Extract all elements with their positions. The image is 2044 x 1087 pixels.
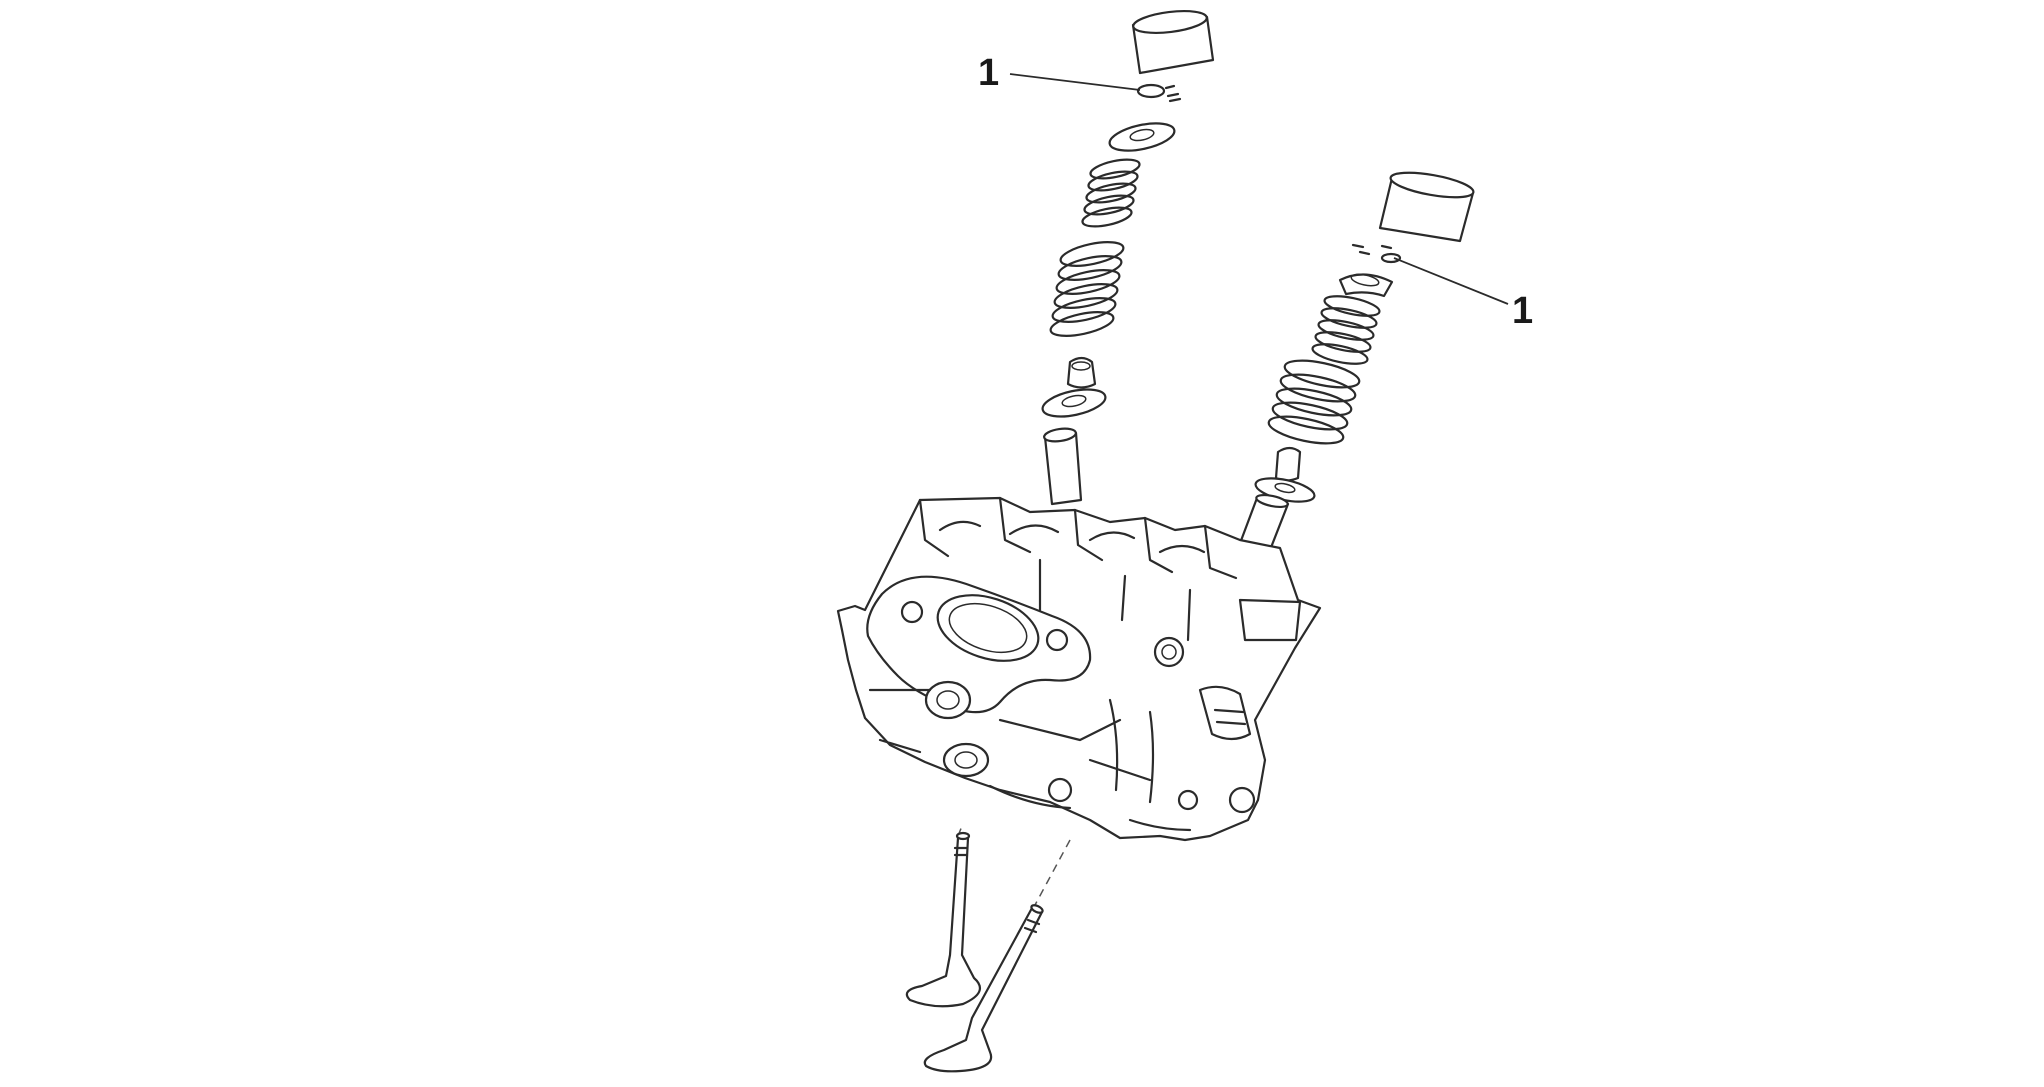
right-shim	[1380, 252, 1402, 264]
right-stem-seal	[1274, 446, 1302, 482]
right-tappet-bucket	[1378, 171, 1475, 243]
right-valve	[923, 839, 1071, 1073]
cam-towers	[918, 496, 1238, 642]
callout-left: 1	[978, 52, 1141, 94]
cylinder-head	[836, 496, 1322, 842]
callout-left-label: 1	[978, 52, 999, 94]
left-tappet-bucket	[1131, 9, 1215, 75]
left-keepers	[1164, 84, 1182, 103]
left-stem-seal	[1066, 356, 1097, 389]
left-shim	[1136, 83, 1166, 99]
lower-ports	[868, 680, 1256, 832]
left-inner-spring	[1081, 158, 1141, 228]
right-outer-spring	[1267, 359, 1361, 445]
callout-right: 1	[1393, 257, 1533, 332]
left-valve-guide	[1043, 427, 1083, 506]
left-spring-retainer	[1108, 122, 1176, 152]
callout-right-leader	[1393, 257, 1509, 305]
left-outer-spring	[1049, 241, 1125, 337]
callout-left-leader	[1009, 73, 1141, 91]
right-spring-retainer	[1338, 273, 1394, 298]
intake-flange	[866, 575, 1092, 714]
right-inner-spring	[1311, 295, 1381, 365]
callout-right-label: 1	[1512, 290, 1533, 332]
left-spring-seat	[1041, 388, 1107, 418]
left-valve-stack	[1041, 9, 1215, 506]
right-keepers	[1351, 243, 1393, 256]
right-valve-stack	[1231, 171, 1475, 570]
side-bosses	[1153, 598, 1302, 741]
left-valve	[905, 825, 982, 1008]
